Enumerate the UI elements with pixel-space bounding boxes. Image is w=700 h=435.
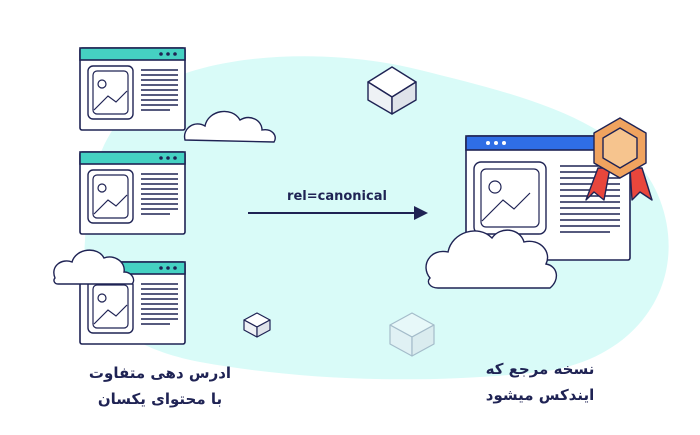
award-badge-icon (585, 117, 653, 201)
cube-icon-blurred (389, 312, 435, 357)
right-caption-line-1: نسخه مرجع که (485, 360, 595, 378)
left-caption-line-1: ادرس دهی متفاوت (88, 364, 232, 382)
cube-icon-bottom-left (243, 312, 271, 338)
text-lines-icon (560, 165, 620, 233)
image-placeholder-icon (87, 169, 134, 224)
right-caption: نسخه مرجع که ایندکس میشود (440, 356, 640, 408)
text-lines-icon (141, 69, 178, 111)
browser-window-2 (79, 151, 186, 235)
text-lines-icon (141, 283, 178, 325)
cloud-icon (183, 110, 276, 143)
cloud-icon (425, 229, 557, 289)
left-caption: ادرس دهی متفاوت با محتوای یکسان (60, 360, 260, 412)
image-placeholder-icon (473, 161, 547, 235)
relation-label: rel=canonical (287, 189, 387, 204)
right-caption-line-2: ایندکس میشود (485, 386, 595, 404)
cube-icon-top (367, 66, 417, 115)
cloud-icon (53, 249, 135, 285)
text-lines-icon (141, 173, 178, 215)
canonical-browser-window (465, 135, 631, 261)
arrow-icon (248, 206, 428, 220)
image-placeholder-icon (87, 65, 134, 120)
left-caption-line-2: با محتوای یکسان (97, 390, 223, 408)
browser-window-1 (79, 47, 186, 131)
